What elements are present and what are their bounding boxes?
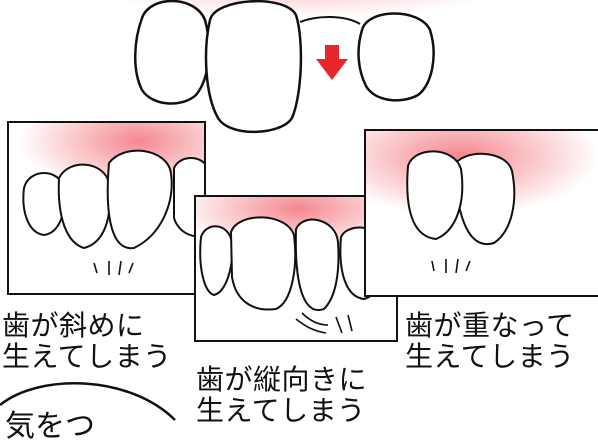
tooth-center-left — [204, 0, 303, 134]
down-arrow-icon — [316, 45, 348, 80]
top-teeth-illustration — [110, 0, 490, 134]
panel-diagonal-teeth — [7, 121, 206, 295]
bottom-speech-circle — [0, 382, 176, 421]
panel-overlapping-teeth — [364, 129, 598, 297]
tooth-2 — [57, 163, 111, 250]
tooth-3-diagonal — [106, 149, 173, 250]
caption-diagonal-line2: 生えてしまう — [2, 340, 172, 373]
caption-vertical-line1: 歯が縦向きに — [196, 363, 368, 396]
motion-lines — [431, 258, 471, 274]
tooth-1 — [199, 225, 234, 297]
tooth-3-rotated — [294, 218, 340, 312]
tooth-left — [134, 0, 211, 105]
caption-overlap: 歯が重なって 生えてしまう — [405, 310, 575, 372]
caption-diagonal-line1: 歯が斜めに — [2, 309, 145, 342]
gap-gum — [299, 16, 361, 25]
motion-lines — [295, 312, 353, 334]
caption-diagonal: 歯が斜めに 生えてしまう — [2, 310, 172, 372]
motion-lines — [93, 260, 134, 276]
tooth-back — [452, 152, 516, 246]
tooth-2 — [229, 216, 297, 311]
tooth-front — [406, 150, 464, 241]
tooth-right — [357, 12, 435, 102]
caption-overlap-line1: 歯が重なって — [405, 309, 575, 342]
caption-overlap-line2: 生えてしまう — [405, 340, 575, 373]
bottom-partial-text: 気をつ — [5, 409, 95, 444]
caption-vertical-line2: 生えてしまう — [196, 394, 366, 427]
caption-vertical: 歯が縦向きに 生えてしまう — [196, 364, 367, 426]
